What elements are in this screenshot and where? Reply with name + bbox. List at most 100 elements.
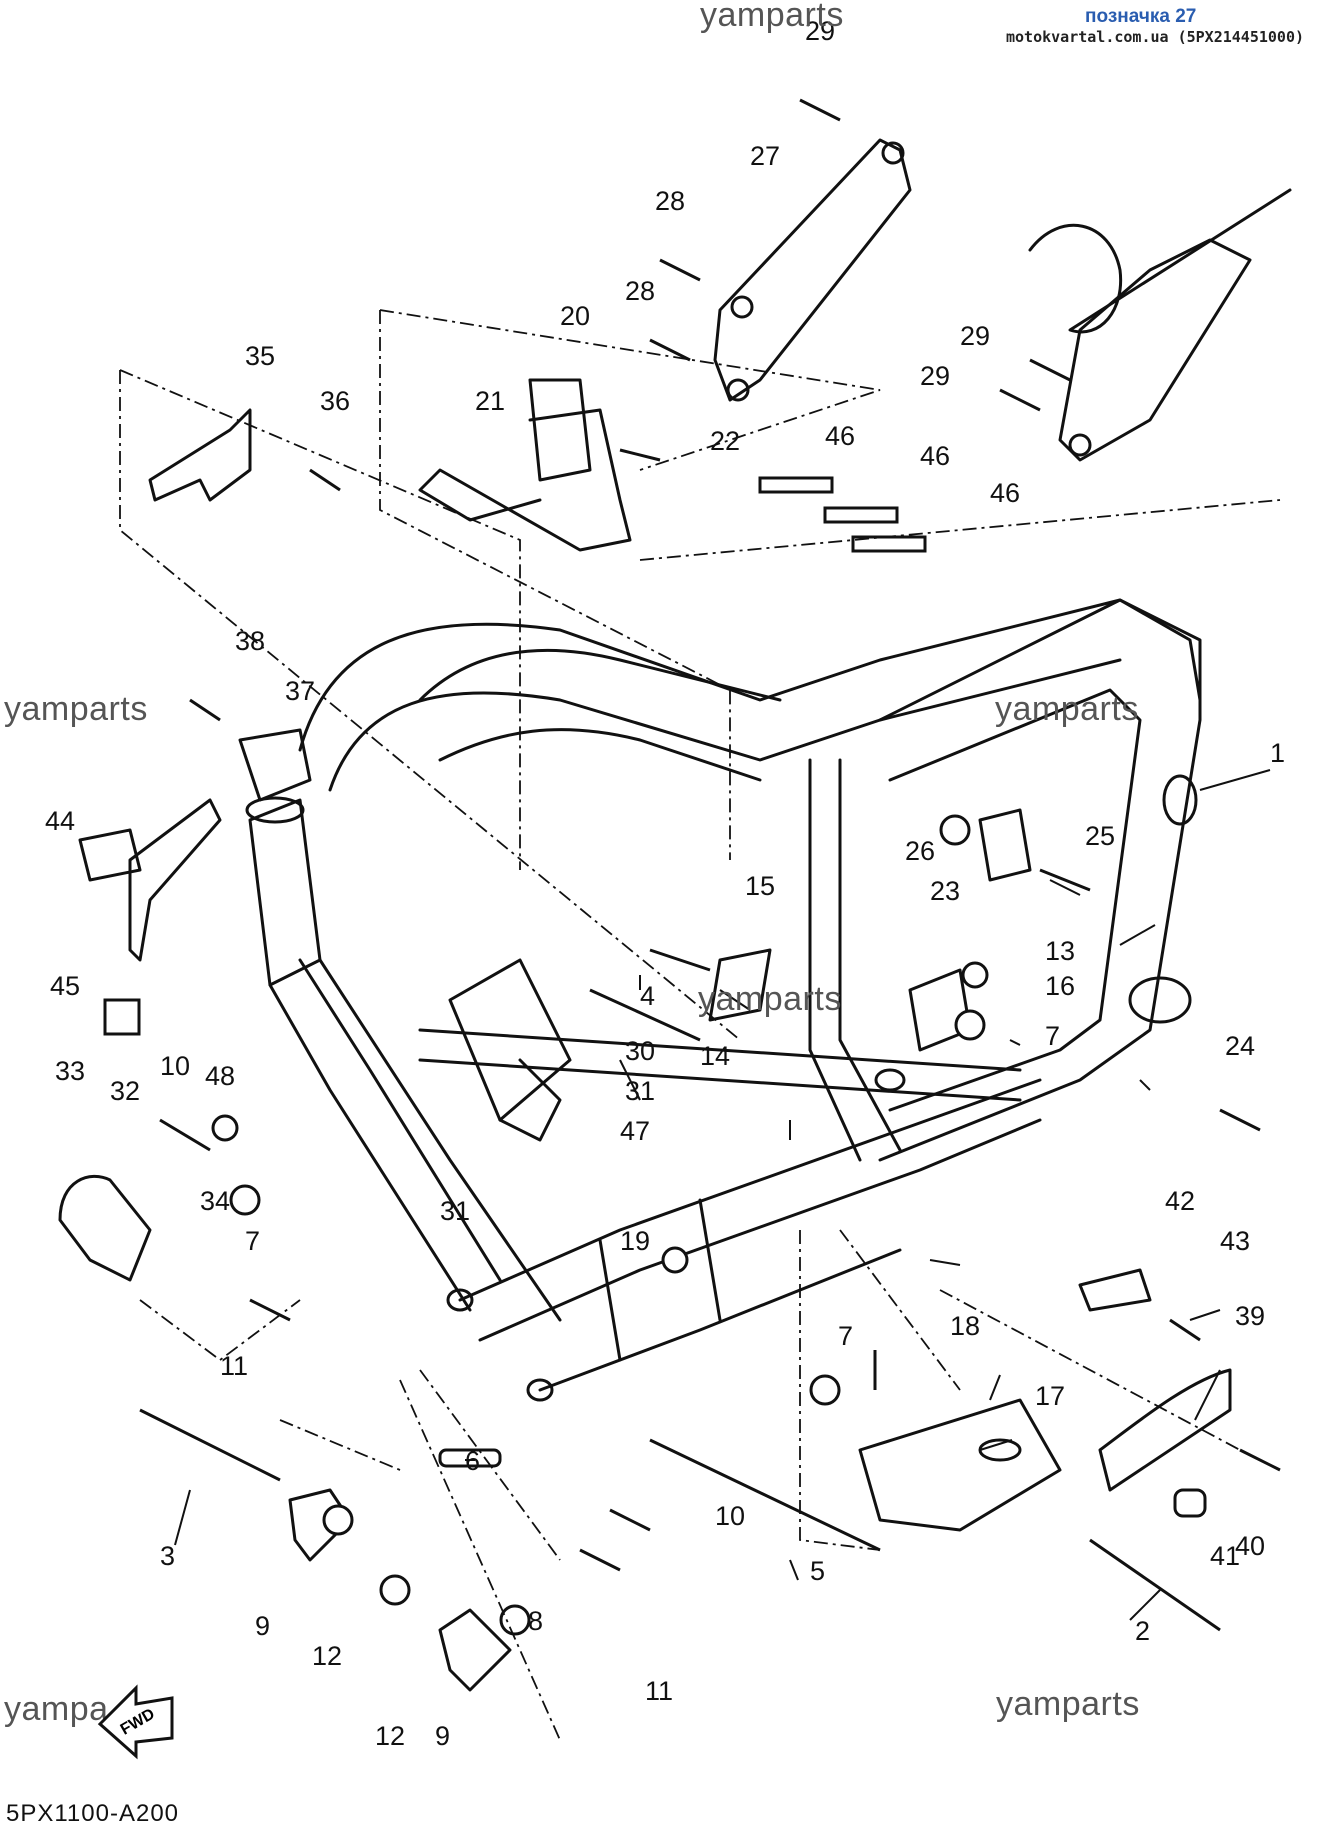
bolt-22 [619, 448, 661, 462]
callout-25: 25 [1085, 821, 1115, 851]
down-tube-left [268, 983, 472, 1312]
bolt-2 [1089, 1538, 1221, 1632]
fwd-arrow-icon: FWD [97, 1684, 174, 1760]
bolt-29-a [799, 98, 841, 122]
callout-16: 16 [1045, 971, 1075, 1001]
center-post [808, 758, 862, 1162]
callout-10: 10 [715, 1501, 745, 1531]
bolt-29-b [1029, 358, 1071, 382]
callout-27: 27 [750, 141, 780, 171]
callout-7: 7 [1045, 1021, 1060, 1051]
engine-mount-rear [1028, 188, 1292, 334]
callout-36: 36 [320, 386, 350, 416]
watermark: yamparts [4, 690, 148, 728]
bolt-43 [1169, 1318, 1201, 1342]
callout-34: 34 [200, 1186, 230, 1216]
callout-13: 13 [1045, 936, 1075, 966]
bolt-4 [589, 988, 701, 1042]
plate-42 [1078, 1268, 1152, 1312]
callout-31: 31 [625, 1076, 655, 1106]
engine-bracket-27 [713, 138, 912, 402]
callout-5: 5 [810, 1556, 825, 1586]
cap-41 [1173, 1488, 1207, 1518]
bracket-39 [1098, 1368, 1232, 1492]
bracket-20 [418, 408, 632, 552]
nut-12-b [379, 1574, 411, 1606]
bracket-30 [448, 958, 572, 1122]
callout-3: 3 [160, 1541, 175, 1571]
callout-9: 9 [255, 1611, 270, 1641]
callout-43: 43 [1220, 1226, 1250, 1256]
callout-9: 9 [435, 1721, 450, 1751]
bracket-32 [58, 1174, 152, 1282]
bracket-44 [78, 828, 142, 882]
callout-46: 46 [825, 421, 855, 451]
callout-15: 15 [745, 871, 775, 901]
bolt-28-b [649, 338, 691, 362]
watermark: yamparts [996, 1685, 1140, 1723]
callout-31: 31 [440, 1196, 470, 1226]
callout-22: 22 [710, 426, 740, 456]
callout-38: 38 [235, 626, 265, 656]
bolt-10-top [159, 1118, 211, 1152]
callout-35: 35 [245, 341, 275, 371]
bolt-11-bot [579, 1548, 621, 1572]
nut-7-b [954, 1009, 986, 1041]
callout-19: 19 [620, 1226, 650, 1256]
bolt-10-bot [609, 1508, 651, 1532]
rear-frame [878, 598, 1202, 1162]
callout-23: 23 [930, 876, 960, 906]
bracket-35 [148, 408, 252, 502]
callout-45: 45 [50, 971, 80, 1001]
callout-24: 24 [1225, 1031, 1255, 1061]
callout-10: 10 [160, 1051, 190, 1081]
label-46-b [823, 506, 899, 524]
lower-cradle [458, 1078, 1042, 1302]
bolt-24 [1219, 1108, 1261, 1132]
plate-23 [978, 808, 1032, 882]
callout-7: 7 [245, 1226, 260, 1256]
callout-12: 12 [375, 1721, 405, 1751]
callout-29: 29 [960, 321, 990, 351]
steering-head [248, 798, 322, 987]
callout-28: 28 [655, 186, 685, 216]
callout-2: 2 [1135, 1616, 1150, 1646]
callout-32: 32 [110, 1076, 140, 1106]
callout-29: 29 [805, 16, 835, 46]
callout-26: 26 [905, 836, 935, 866]
bolt-38 [189, 698, 221, 722]
bolt-5 [649, 1438, 881, 1552]
callout-layer: 1234567778991010111112121314151617181920… [45, 16, 1285, 1751]
bolt-28-a [659, 258, 701, 282]
pad-45 [103, 998, 141, 1036]
callout-30: 30 [625, 1036, 655, 1066]
cap-19 [661, 1246, 689, 1274]
callout-7: 7 [838, 1321, 853, 1351]
callout-33: 33 [55, 1056, 85, 1086]
bracket-37 [238, 728, 312, 802]
bracket-13 [908, 968, 972, 1052]
callout-21: 21 [475, 386, 505, 416]
nut-7-c [809, 1374, 841, 1406]
callout-11: 11 [645, 1676, 673, 1706]
callout-14: 14 [700, 1041, 730, 1071]
callout-17: 17 [1035, 1381, 1065, 1411]
callout-18: 18 [950, 1311, 980, 1341]
plate-9-a [288, 1488, 352, 1562]
watermark: yamparts [698, 980, 842, 1018]
callout-46: 46 [990, 478, 1020, 508]
bolt-11-top [249, 1298, 291, 1322]
callout-4: 4 [640, 981, 655, 1011]
bolt-25 [1039, 868, 1091, 892]
callout-39: 39 [1235, 1301, 1265, 1331]
nut-7-a [229, 1184, 261, 1216]
bolt-40 [1239, 1448, 1281, 1472]
callout-47: 47 [620, 1116, 650, 1146]
callout-6: 6 [465, 1446, 480, 1476]
callout-37: 37 [285, 676, 315, 706]
callout-28: 28 [625, 276, 655, 306]
bolt-3 [139, 1408, 281, 1482]
frame-top-tube [298, 598, 1202, 752]
callout-8: 8 [528, 1606, 543, 1636]
